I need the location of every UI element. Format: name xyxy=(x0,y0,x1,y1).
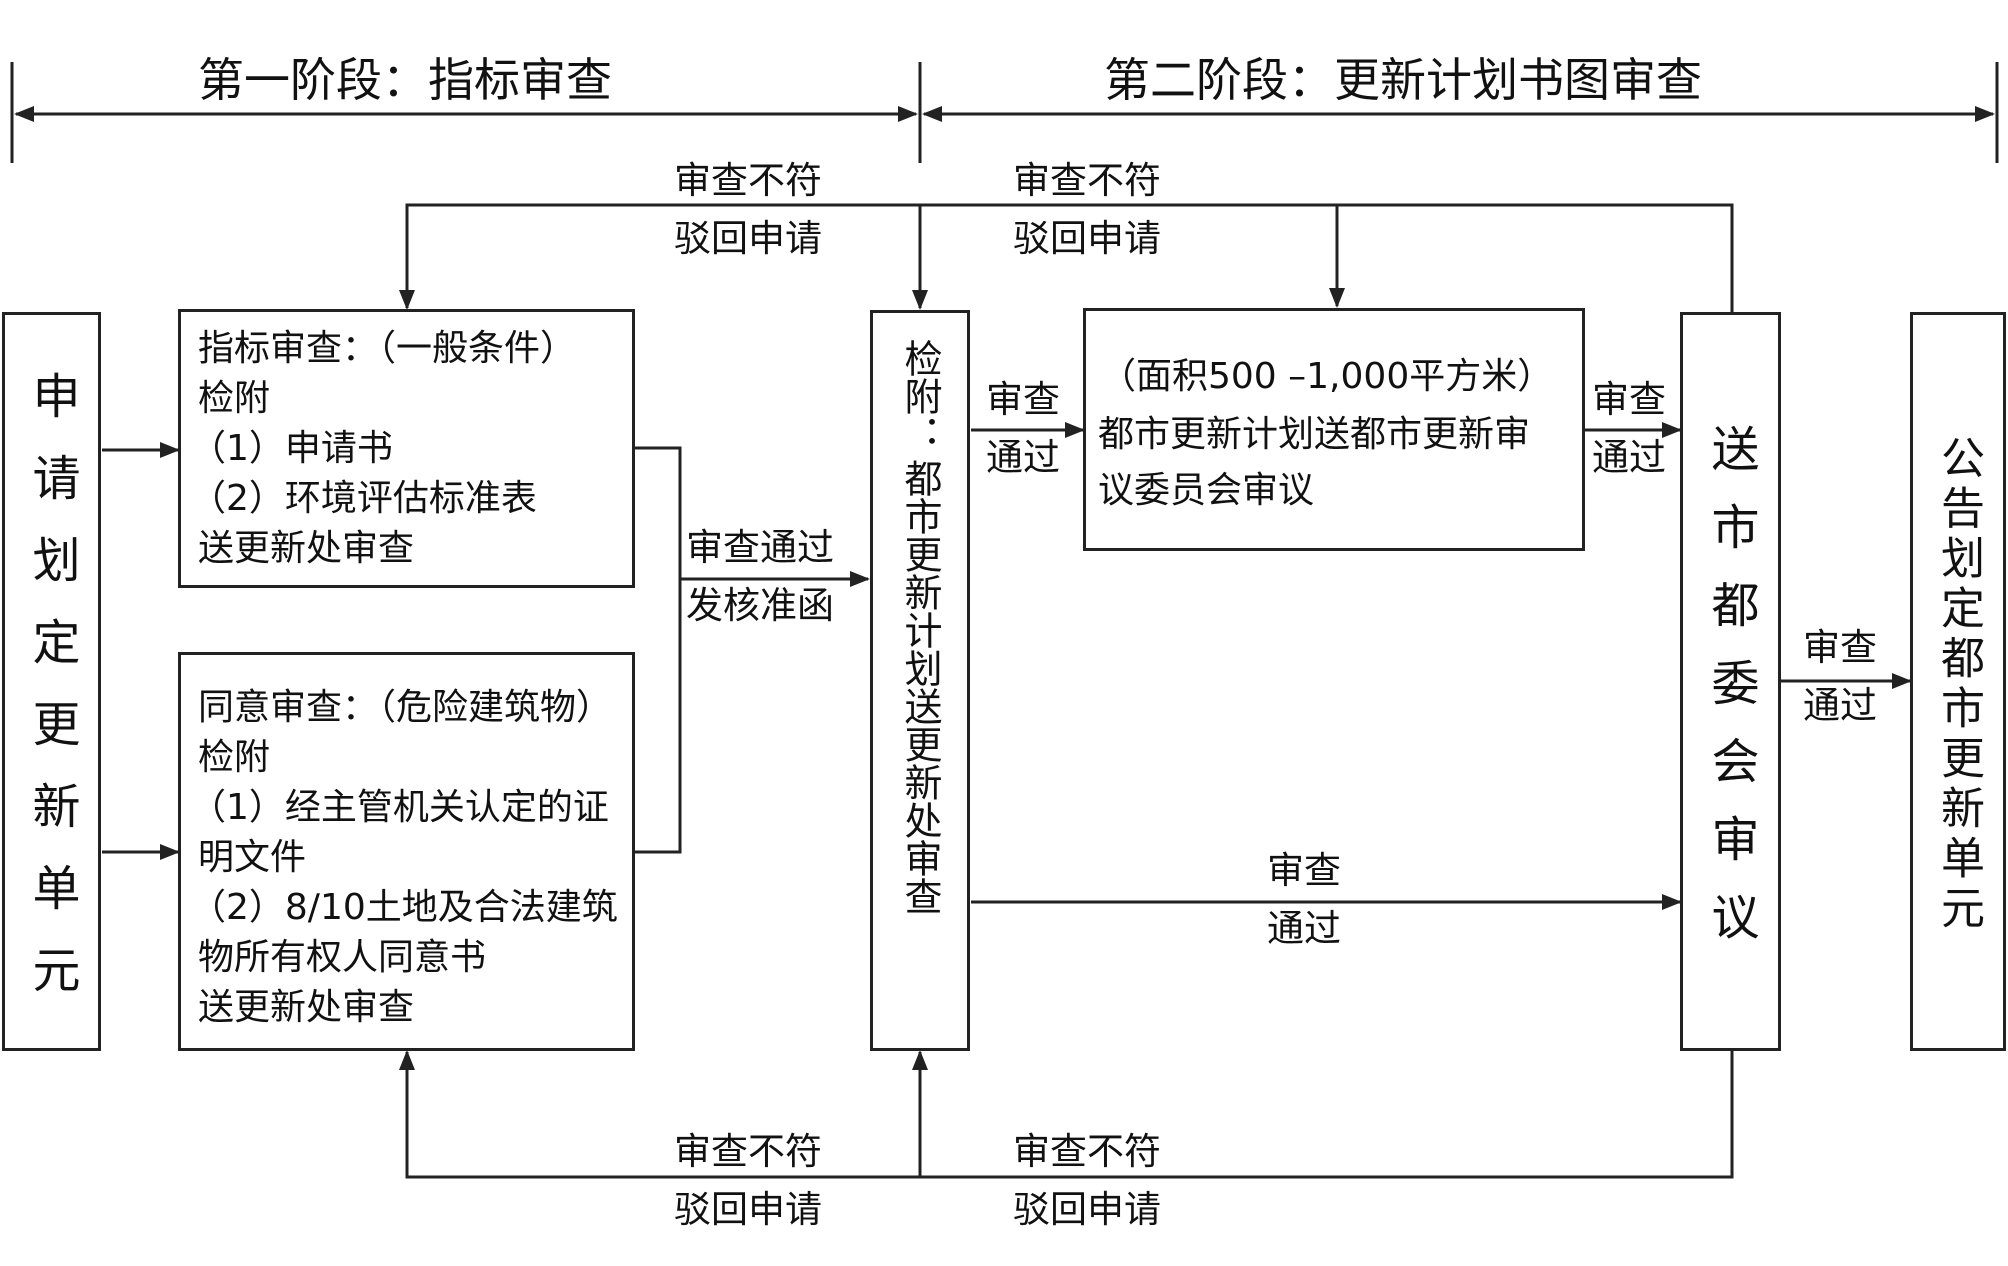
pass-label-submit-area: 审查 通过 xyxy=(986,371,1060,487)
reject-label-bottom-right: 审查不符 驳回申请 xyxy=(1013,1123,1161,1239)
consent-review-title: 同意审查：（危险建筑物） xyxy=(198,687,613,728)
index-review-line1: 检附 xyxy=(198,378,271,419)
pass-label-area-committee-line2: 通过 xyxy=(1592,436,1666,479)
apply-box: 申请划定更新单元 xyxy=(2,312,101,1051)
pass-label-submit-area-line2: 通过 xyxy=(986,436,1060,479)
pass-label-submit-area-line1: 审查 xyxy=(986,378,1060,421)
stage2-heading: 第二阶段：更新计划书图审查 xyxy=(1104,53,1702,107)
bracket-review-pass xyxy=(635,446,682,854)
consent-review-line6: 送更新处审查 xyxy=(198,987,415,1028)
consent-review-box: 同意审查：（危险建筑物） 检附 （1）经主管机关认定的证 明文件 （2）8/10… xyxy=(178,652,635,1051)
reject-label-top-right-line2: 驳回申请 xyxy=(1013,217,1161,260)
area-plan-line3: 议委员会审议 xyxy=(1098,470,1315,511)
index-review-line2: （1）申请书 xyxy=(190,428,393,469)
consent-review-line5: 物所有权人同意书 xyxy=(198,937,487,978)
pass-letter-label: 审查通过 发核准函 xyxy=(686,519,834,635)
pass-label-submit-committee: 审查 通过 xyxy=(1267,842,1341,958)
reject-label-bottom-left-line1: 审查不符 xyxy=(674,1130,822,1173)
reject-label-top-left-line1: 审查不符 xyxy=(674,159,822,202)
area-plan-line1: （面积500 –1,000平方米） xyxy=(1100,356,1554,397)
area-plan-box: （面积500 –1,000平方米） 都市更新计划送都市更新审 议委员会审议 xyxy=(1083,308,1585,551)
pass-label-area-committee: 审查 通过 xyxy=(1592,371,1666,487)
city-committee-label: 送市都委会审议 xyxy=(1702,423,1759,970)
consent-review-line3: 明文件 xyxy=(198,837,307,878)
index-review-line4: 送更新处审查 xyxy=(198,528,415,569)
reject-label-bottom-right-line2: 驳回申请 xyxy=(1013,1188,1161,1231)
announce-label: 公告划定都市更新单元 xyxy=(1933,434,1984,935)
stage1-heading: 第一阶段：指标审查 xyxy=(198,53,612,107)
reject-label-bottom-left-line2: 驳回申请 xyxy=(674,1188,822,1231)
top-reject-loop xyxy=(399,203,1734,312)
consent-review-line1: 检附 xyxy=(198,737,271,778)
index-review-title: 指标审查：（一般条件） xyxy=(198,328,577,369)
index-review-line3: （2）环境评估标准表 xyxy=(190,478,537,519)
pass-label-committee-announce-line2: 通过 xyxy=(1803,684,1877,727)
city-committee-box: 送市都委会审议 xyxy=(1680,312,1781,1051)
apply-label: 申请划定更新单元 xyxy=(23,370,80,1027)
index-review-box: 指标审查：（一般条件） 检附 （1）申请书 （2）环境评估标准表 送更新处审查 xyxy=(178,309,635,588)
consent-review-line4: （2）8/10土地及合法建筑 xyxy=(190,887,618,928)
reject-label-top-left: 审查不符 驳回申请 xyxy=(674,152,822,268)
pass-label-area-committee-line1: 审查 xyxy=(1592,378,1666,421)
reject-label-top-right-line1: 审查不符 xyxy=(1013,159,1161,202)
submit-plan-text: 都市更新计划送更新处审查 xyxy=(898,459,942,915)
consent-review-line2: （1）经主管机关认定的证 xyxy=(190,787,609,828)
reject-label-top-left-line2: 驳回申请 xyxy=(674,217,822,260)
area-plan-line2: 都市更新计划送都市更新审 xyxy=(1098,414,1531,455)
reject-label-bottom-left: 审查不符 驳回申请 xyxy=(674,1123,822,1239)
pass-label-committee-announce: 审查 通过 xyxy=(1803,619,1877,735)
pass-label-submit-committee-line1: 审查 xyxy=(1267,849,1341,892)
pass-letter-line1: 审查通过 xyxy=(686,526,834,569)
submit-plan-prefix: 检附： xyxy=(898,339,942,453)
announce-box: 公告划定都市更新单元 xyxy=(1910,312,2006,1051)
reject-label-bottom-right-line1: 审查不符 xyxy=(1013,1130,1161,1173)
bottom-reject-loop xyxy=(399,1050,1734,1179)
pass-letter-line2: 发核准函 xyxy=(686,584,834,627)
reject-label-top-right: 审查不符 驳回申请 xyxy=(1013,152,1161,268)
pass-label-committee-announce-line1: 审查 xyxy=(1803,626,1877,669)
pass-label-submit-committee-line2: 通过 xyxy=(1267,907,1341,950)
submit-plan-box: 检附： 都市更新计划送更新处审查 xyxy=(870,310,970,1051)
